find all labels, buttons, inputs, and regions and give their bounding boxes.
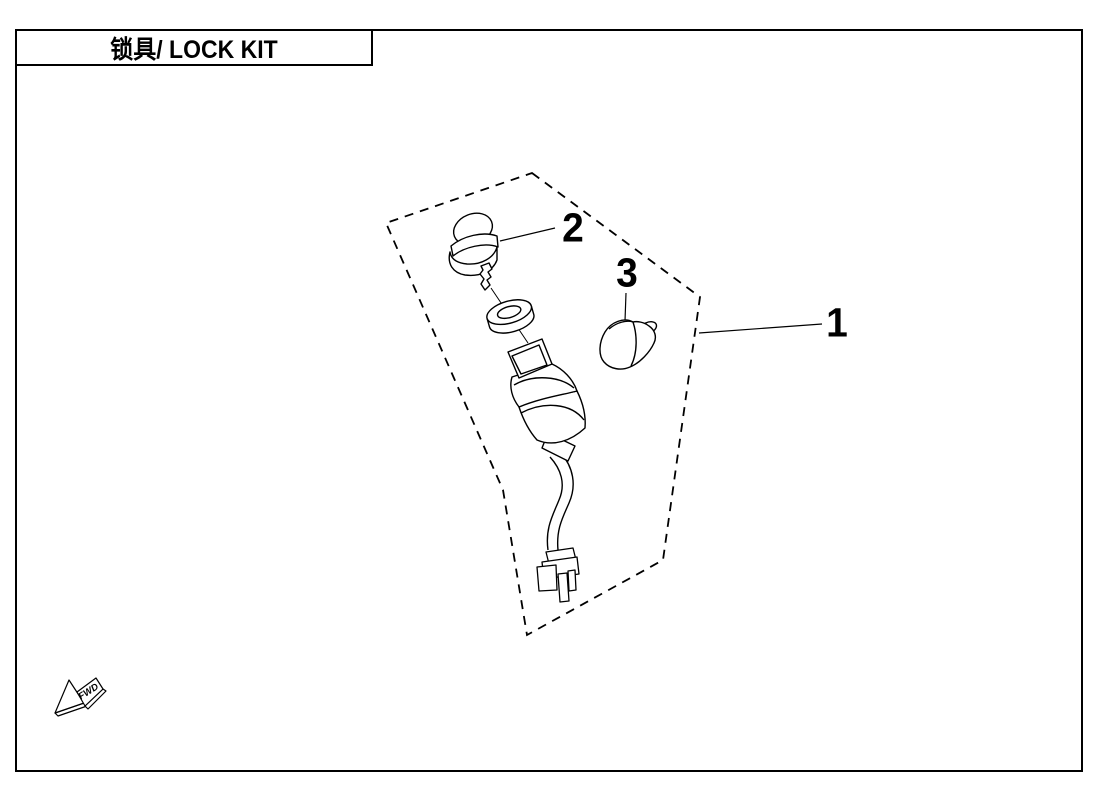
wire-cable — [546, 452, 574, 551]
callout-number-3[interactable]: 3 — [616, 249, 638, 296]
wire-connector — [536, 547, 580, 603]
washer — [486, 299, 535, 334]
key-knob — [448, 212, 499, 291]
callout-line-3 — [624, 292, 627, 322]
washer-hole — [496, 305, 522, 320]
cap-body — [599, 319, 657, 370]
page-title: 锁具/ LOCK KIT — [110, 35, 278, 64]
lock-cylinder-band-upper — [513, 377, 575, 389]
callout-number-2[interactable]: 2 — [562, 204, 584, 251]
connector-blade-right — [567, 569, 577, 592]
fwd-arrow-head — [54, 679, 85, 714]
title-box: 锁具/ LOCK KIT — [15, 29, 373, 66]
connector-side-block — [536, 564, 558, 592]
key-blade — [479, 262, 493, 291]
cable-left-edge — [546, 456, 563, 551]
callout-number-1[interactable]: 1 — [826, 299, 848, 346]
kit-boundary-outline — [384, 171, 701, 637]
page-border — [15, 29, 1083, 772]
fwd-arrow-tail — [76, 677, 104, 707]
callout-line-1 — [698, 323, 823, 334]
key-knob-band — [450, 233, 499, 257]
lock-cylinder-band-lower — [520, 404, 585, 421]
cap — [599, 319, 658, 370]
callout-leader-lines — [499, 227, 823, 334]
callout-line-2 — [499, 227, 556, 242]
connector-blade-left — [557, 572, 570, 603]
cap-crease-line — [608, 320, 634, 330]
cap-fold-line — [630, 321, 637, 367]
lock-cylinder — [507, 338, 586, 462]
fwd-arrow: FWD — [54, 677, 107, 717]
cable-right-edge — [556, 452, 574, 551]
lock-face-inner — [511, 344, 548, 375]
